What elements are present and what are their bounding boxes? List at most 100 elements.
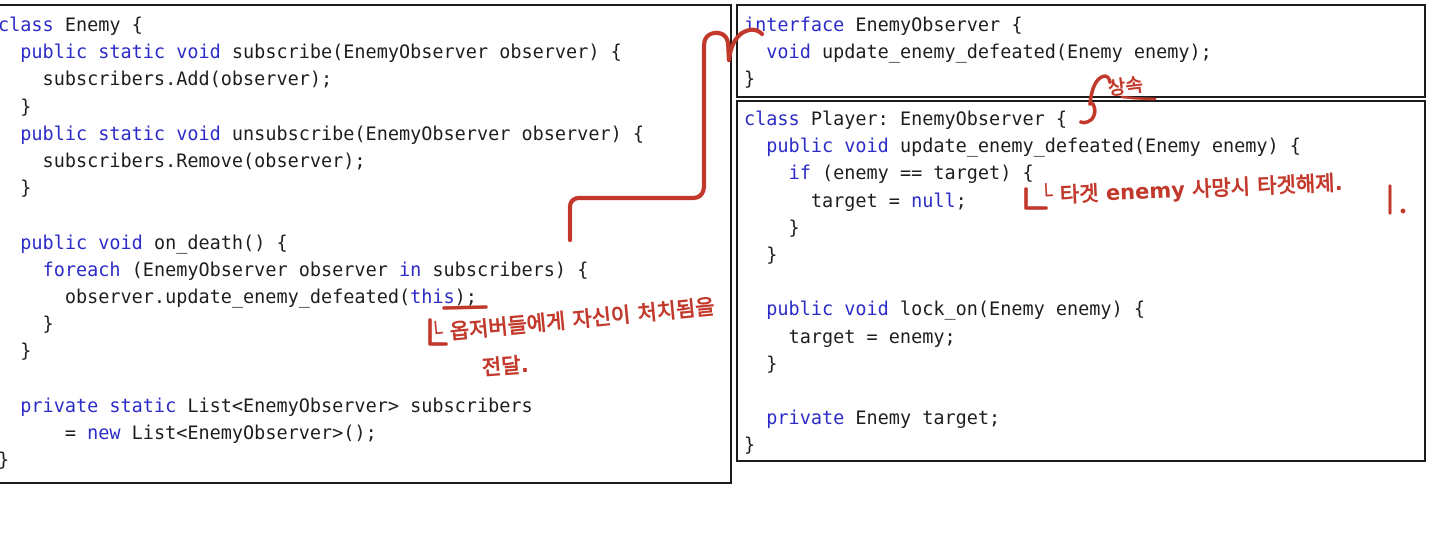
code-token: if <box>788 163 811 185</box>
code-token: new <box>87 422 121 444</box>
code-token: interface <box>744 15 845 36</box>
code-token: null <box>911 190 956 212</box>
code-token: subscribe(EnemyObserver observer) { <box>220 42 622 64</box>
code-token <box>0 233 20 254</box>
code-token <box>744 299 766 320</box>
code-line <box>0 365 644 392</box>
enemyobserver-interface-code-panel: interface EnemyObserver { void update_en… <box>736 4 1426 98</box>
code-line: void update_enemy_defeated(Enemy enemy); <box>744 39 1212 66</box>
code-line <box>0 202 644 229</box>
code-line: private static List<EnemyObserver> subsc… <box>0 393 644 420</box>
code-token: Player: EnemyObserver { <box>799 109 1068 130</box>
code-token: update_enemy_defeated(Enemy enemy); <box>810 42 1212 64</box>
code-line: class Enemy { <box>0 12 644 39</box>
code-token: (EnemyObserver observer <box>120 259 399 281</box>
code-token: class <box>0 15 54 36</box>
code-token: private static <box>20 395 177 417</box>
code-line: public void lock_on(Enemy enemy) { <box>744 296 1301 323</box>
code-line: = new List<EnemyObserver>(); <box>0 420 644 447</box>
code-token: on_death() { <box>142 232 288 254</box>
code-token: } <box>0 450 9 471</box>
code-token: } <box>744 244 778 266</box>
inheritance-annotation: 상속 <box>1106 73 1145 100</box>
code-token: public void <box>766 136 889 158</box>
observer-notify-annotation-line2: 전달. <box>481 352 530 380</box>
code-token: foreach <box>42 259 121 281</box>
code-token: lock_on(Enemy enemy) { <box>888 299 1145 321</box>
code-token: public static void <box>20 42 221 64</box>
code-line <box>744 378 1301 405</box>
code-token: } <box>0 96 32 118</box>
code-token: ); <box>454 286 477 308</box>
code-token: = <box>0 422 88 444</box>
code-token: update_enemy_defeated(Enemy enemy) { <box>888 136 1301 158</box>
code-token: class <box>744 109 800 130</box>
code-line: } <box>744 215 1301 242</box>
code-line: } <box>0 94 644 121</box>
code-token: Enemy { <box>53 15 143 36</box>
code-line: } <box>0 338 644 365</box>
code-line: subscribers.Remove(observer); <box>0 148 644 175</box>
code-token: private <box>766 408 845 430</box>
code-line: public static void unsubscribe(EnemyObse… <box>0 121 644 148</box>
code-token: } <box>744 69 756 91</box>
code-token: ; <box>955 190 967 212</box>
code-token: } <box>0 341 32 363</box>
code-line: public void update_enemy_defeated(Enemy … <box>744 133 1301 160</box>
code-token: List<EnemyObserver> subscribers <box>176 395 533 417</box>
code-token <box>0 396 20 417</box>
code-token: } <box>0 178 32 200</box>
code-line: observer.update_enemy_defeated(this); <box>0 284 644 311</box>
code-line: public void on_death() { <box>0 230 644 257</box>
code-line: foreach (EnemyObserver observer in subsc… <box>0 257 644 284</box>
code-line: interface EnemyObserver { <box>744 12 1212 39</box>
code-token: target = enemy; <box>744 326 956 348</box>
code-line: } <box>744 351 1301 378</box>
enemy-class-code-block: class Enemy { public static void subscri… <box>0 12 644 474</box>
code-token <box>0 42 20 63</box>
code-token: void <box>766 42 811 64</box>
code-token: observer.update_enemy_defeated( <box>0 286 411 308</box>
code-line: } <box>0 447 644 474</box>
code-token: target = <box>744 190 912 212</box>
code-token: Enemy target; <box>844 408 1001 430</box>
code-token: in <box>398 259 422 281</box>
enemyobserver-interface-code-block: interface EnemyObserver { void update_en… <box>744 12 1212 94</box>
code-line: public static void subscribe(EnemyObserv… <box>0 39 644 66</box>
code-token: } <box>744 217 800 239</box>
code-token: public void <box>766 299 889 321</box>
code-token: EnemyObserver { <box>844 15 1023 36</box>
code-line <box>744 269 1301 296</box>
player-class-code-panel: class Player: EnemyObserver { public voi… <box>736 100 1426 462</box>
code-line: } <box>0 311 644 338</box>
code-line: } <box>0 175 644 202</box>
code-token: this <box>410 286 455 308</box>
code-line: class Player: EnemyObserver { <box>744 106 1301 133</box>
code-token: public static void <box>20 123 221 145</box>
code-token: (enemy == target) { <box>810 163 1034 185</box>
enemy-class-code-panel: class Enemy { public static void subscri… <box>0 4 732 484</box>
code-line: private Enemy target; <box>744 405 1301 432</box>
code-token <box>744 136 766 157</box>
code-token <box>744 42 766 63</box>
code-token <box>0 124 20 145</box>
code-token: } <box>744 435 756 457</box>
code-token: unsubscribe(EnemyObserver observer) { <box>220 123 645 145</box>
code-line: if (enemy == target) { <box>744 160 1301 187</box>
code-line: target = enemy; <box>744 324 1301 351</box>
code-line: subscribers.Add(observer); <box>0 66 644 93</box>
code-line: } <box>744 66 1212 93</box>
code-line: } <box>744 432 1301 459</box>
code-token: subscribers.Add(observer); <box>0 69 333 91</box>
code-token: } <box>0 314 54 336</box>
code-token: List<EnemyObserver>(); <box>120 422 377 444</box>
code-line: } <box>744 242 1301 269</box>
code-line: target = null; <box>744 188 1301 215</box>
code-token: } <box>744 353 778 375</box>
code-token <box>744 163 789 184</box>
code-token <box>0 260 43 281</box>
code-token <box>744 408 766 429</box>
code-token: public void <box>20 232 143 254</box>
player-class-code-block: class Player: EnemyObserver { public voi… <box>744 106 1301 459</box>
code-token: subscribers) { <box>421 259 589 281</box>
